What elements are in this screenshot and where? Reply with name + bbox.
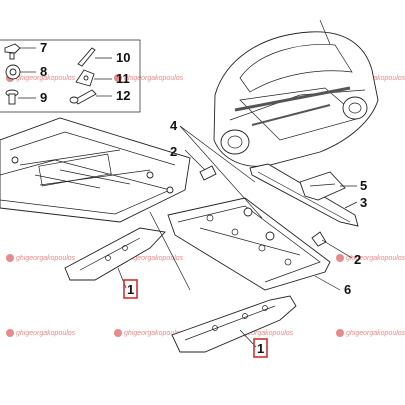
callout-1-left: 1 <box>127 282 134 297</box>
watermark-text: ghigeorgakopoulos <box>234 330 294 337</box>
watermark-text: ghigeorgakopoulos <box>16 255 76 262</box>
callout-1-bottom: 1 <box>257 341 264 356</box>
legend-number-10: 10 <box>116 50 130 65</box>
callout-5: 5 <box>360 178 367 193</box>
callout-2-bottom: 2 <box>354 252 361 267</box>
watermark-text: ghigeorgakopoulos <box>124 255 184 262</box>
legend-number-8: 8 <box>40 64 47 79</box>
callout-3: 3 <box>360 195 367 210</box>
legend-number-7: 7 <box>40 40 47 55</box>
car-illustration <box>213 19 379 167</box>
clip-part-2b <box>311 231 327 247</box>
callout-1-bottom-highlight: 1 <box>253 338 268 358</box>
legend-number-11: 11 <box>116 71 130 86</box>
clip-part-2a <box>199 165 217 181</box>
bolt-icon <box>69 89 97 105</box>
callout-1-left-highlight: 1 <box>123 279 138 299</box>
watermark-logo <box>336 329 344 337</box>
highlight-box <box>253 338 268 358</box>
side-rail <box>249 163 359 227</box>
legend-number-12: 12 <box>116 88 130 103</box>
callout-2-top: 2 <box>170 144 177 159</box>
underbody-shield <box>167 197 331 291</box>
watermark-logo <box>336 254 344 262</box>
push-clip-icon <box>4 43 21 60</box>
watermark-logo <box>6 254 14 262</box>
callout-4: 4 <box>170 118 178 133</box>
bracket-part-5 <box>299 171 346 201</box>
watermark-text: ghigeorgakopoulos <box>346 75 405 82</box>
watermark-text: ghigeorgakopoulos <box>346 255 405 262</box>
watermark-logo <box>6 329 14 337</box>
clip-icon <box>75 69 95 87</box>
legend-number-9: 9 <box>40 90 47 105</box>
watermark-text: ghigeorgakopoulos <box>124 330 184 337</box>
watermark-text: ghigeorgakopoulos <box>124 75 184 82</box>
nut-icon <box>5 64 21 80</box>
lower-panel-center <box>171 295 297 353</box>
battery-pack <box>0 117 191 223</box>
watermark-text: ghigeorgakopoulos <box>16 330 76 337</box>
legend-frame <box>0 39 141 113</box>
watermark-logo <box>114 329 122 337</box>
watermark-text: ghigeorgakopoulos <box>16 75 76 82</box>
lower-panel-left <box>64 227 166 281</box>
fastener-legend: 7 8 9 10 11 12 <box>0 39 141 113</box>
watermark-text: ghigeorgakopoulos <box>346 330 405 337</box>
pin-icon <box>77 47 96 67</box>
highlight-box <box>123 279 138 299</box>
callout-6: 6 <box>344 282 351 297</box>
watermark-logo <box>114 74 122 82</box>
screw-icon <box>5 89 19 105</box>
